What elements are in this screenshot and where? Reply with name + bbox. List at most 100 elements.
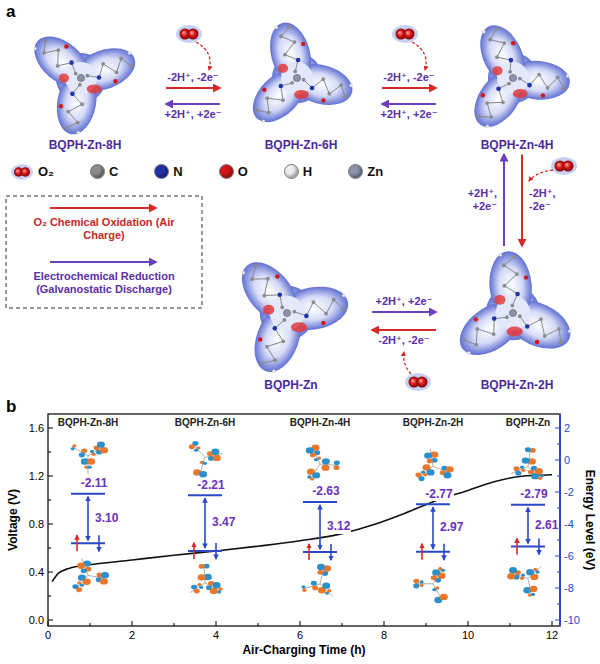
legend-arrow-sample: [44, 202, 164, 214]
illustration-part: [59, 73, 69, 82]
electron-spin-up: [76, 535, 78, 551]
reaction-arrow: [382, 87, 436, 89]
illustration-part: [509, 567, 517, 573]
x-tick: [468, 621, 469, 626]
illustration-part: [520, 316, 561, 342]
esp-molecule-illustration: [222, 18, 372, 138]
illustration-part: [87, 458, 95, 464]
molecule-skeleton: [462, 253, 571, 354]
o2-legend-icon: [10, 164, 34, 180]
illustration-part: [294, 300, 343, 316]
illustration-part: [513, 89, 528, 98]
molecule-skeleton: [477, 27, 569, 128]
illustration-part: [302, 78, 306, 82]
lumo-level: [188, 494, 222, 496]
orbital-illustration: [413, 567, 448, 603]
illustration-part: [262, 320, 284, 363]
illustration-part: [489, 115, 493, 119]
orbital-illustration: [507, 566, 541, 596]
y-tick: [48, 572, 53, 573]
orbital-illustration: [71, 441, 108, 473]
reaction-arrow: [503, 154, 505, 246]
y2-tick-label: -6: [564, 550, 574, 563]
illustration-part: [242, 271, 245, 274]
illustration-part: [129, 64, 133, 68]
x-tick: [342, 623, 343, 626]
atom-swatch: [284, 164, 299, 179]
illustration-part: [522, 457, 530, 463]
y-tick-label: 0.4: [29, 566, 44, 579]
lumo-level: [511, 504, 545, 506]
illustration-part: [520, 577, 524, 580]
y2-tick-label: -10: [564, 614, 580, 627]
o2-molecule-icon: [405, 373, 431, 391]
illustration-part: [485, 101, 489, 105]
illustration-part: [317, 570, 323, 575]
reaction-label: -2H⁺, -2e⁻: [527, 187, 577, 213]
y-axis-title: Voltage (V): [7, 489, 21, 551]
illustration-part: [74, 72, 78, 76]
y2-tick: [555, 588, 560, 589]
illustration-part: [521, 469, 525, 472]
illustration-part: [327, 589, 331, 592]
legend-item: O₂ Chemical Oxidation (Air Charge): [12, 202, 196, 242]
homo-level: [511, 545, 545, 547]
illustration-part: [293, 69, 297, 73]
band-gap-value: 3.10: [94, 512, 119, 526]
o2-molecule-icon: [11, 164, 33, 179]
illustration-part: [474, 343, 478, 347]
illustration-part: [70, 92, 75, 97]
y2-tick-label: -2: [564, 486, 574, 499]
illustration-part: [419, 584, 423, 587]
illustration-part: [314, 458, 318, 461]
illustration-part: [324, 312, 328, 316]
reaction-arrow: [166, 103, 220, 105]
illustration-part: [243, 59, 316, 132]
legend-text: C: [109, 164, 118, 180]
x-tick: [384, 621, 385, 626]
molecule-node: BQPH-Zn-8H: [6, 18, 164, 152]
illustration-part: [341, 308, 345, 312]
illustration-part: [260, 361, 264, 365]
x-tick-label: 10: [462, 629, 474, 642]
illustration-part: [518, 314, 522, 318]
illustration-part: [278, 64, 288, 73]
illustration-part: [446, 466, 454, 472]
illustration-part: [56, 64, 60, 68]
x-tick: [552, 621, 553, 626]
illustration-part: [343, 95, 347, 99]
illustration-part: [262, 294, 266, 298]
illustration-part: [427, 459, 433, 464]
illustration-part: [468, 351, 471, 354]
illustration-part: [262, 87, 266, 91]
illustration-part: [440, 594, 448, 600]
o2-attack-arrow: [412, 42, 426, 70]
illustration-part: [504, 257, 518, 306]
illustration-part: [477, 115, 481, 119]
illustration-part: [88, 456, 89, 474]
y2-tick: [555, 620, 560, 621]
illustration-part: [510, 304, 514, 308]
illustration-part: [44, 41, 76, 74]
illustration-part: [294, 90, 309, 99]
reaction-label: +2H⁺, +2e⁻: [163, 108, 224, 121]
illustration-part: [423, 473, 427, 476]
orbital-illustration: [511, 447, 544, 480]
atom-swatch: [154, 164, 169, 179]
legend-frame: [6, 196, 202, 308]
illustration-part: [255, 108, 259, 112]
illustration-part: [275, 274, 279, 278]
x-tick: [300, 621, 301, 626]
y2-tick: [555, 556, 560, 557]
illustration-part: [42, 51, 46, 55]
illustration-part: [25, 27, 99, 98]
illustration-part: [302, 589, 306, 592]
illustration-part: [321, 77, 325, 81]
illustration-part: [304, 79, 345, 97]
negative-potential-patch: [278, 64, 309, 99]
voltage-curve: [52, 475, 552, 582]
illustration-part: [490, 29, 511, 72]
illustration-part: [211, 449, 219, 455]
illustration-part: [311, 300, 315, 304]
